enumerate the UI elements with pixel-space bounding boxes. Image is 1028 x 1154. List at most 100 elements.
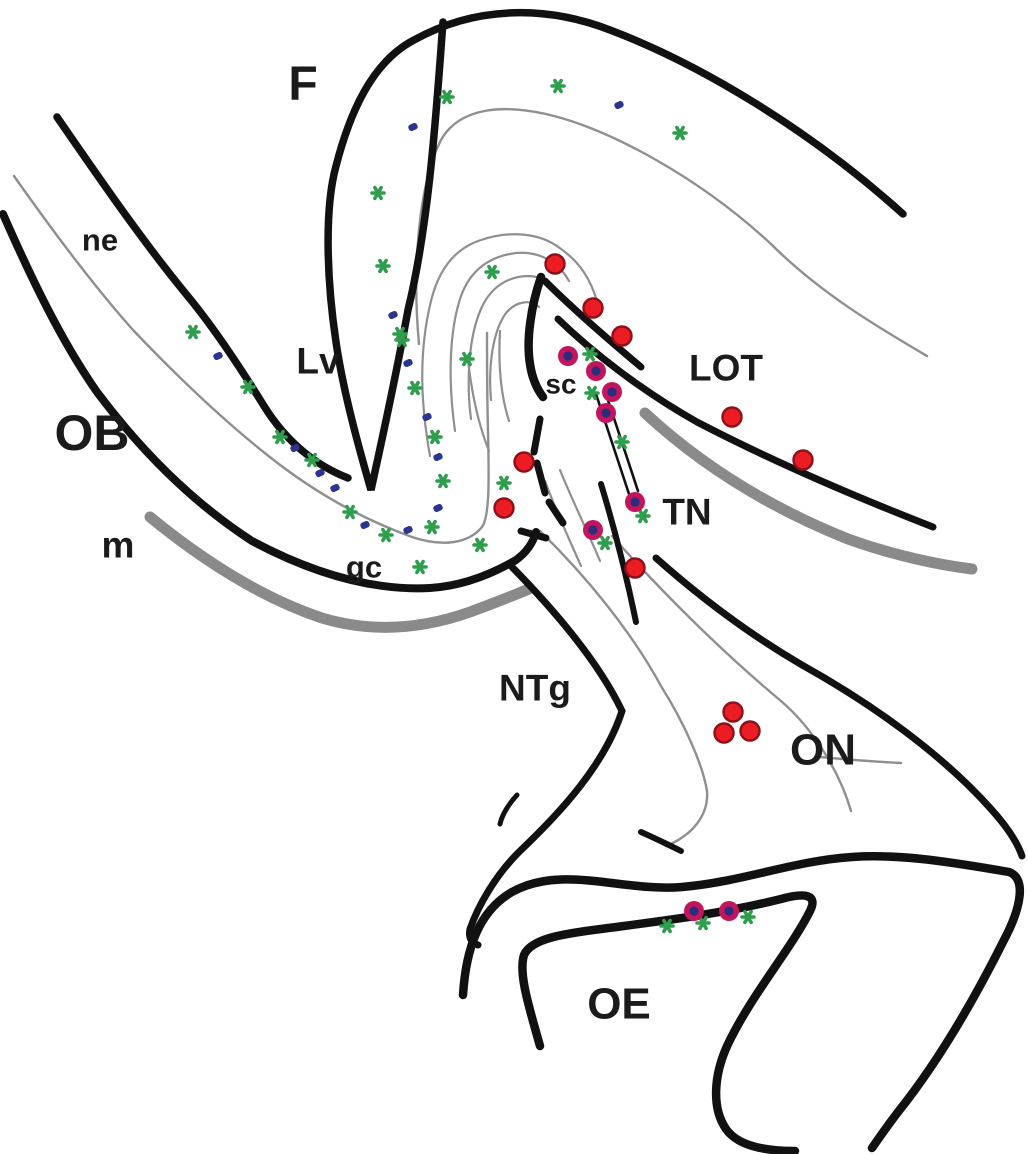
red-circle-cell-marker <box>493 497 515 519</box>
double-cell-center <box>563 351 573 361</box>
blue-dot-cell-marker <box>329 483 341 493</box>
green-asterisk-cell-marker <box>424 519 440 535</box>
region-label-ON: ON <box>790 726 856 775</box>
dash-segment-3 <box>545 498 567 527</box>
red-circle-cell-marker <box>513 451 535 473</box>
oe-inner-outline <box>518 891 817 1154</box>
green-asterisk-cell-marker <box>185 324 201 340</box>
red-circle-cell-marker <box>722 701 744 723</box>
double-labeled-cell-marker <box>596 403 616 423</box>
sulcus-tail-2 <box>498 329 511 423</box>
sulcus-spiral-outer <box>421 233 599 458</box>
on-pointer-line <box>818 755 903 765</box>
green-asterisk-cell-marker <box>378 527 394 543</box>
green-asterisk-cell-marker <box>584 385 600 401</box>
blue-dot-cell-marker <box>387 310 399 320</box>
double-labeled-cell-marker <box>625 492 645 512</box>
region-label-gc: gc <box>346 550 382 585</box>
double-labeled-cell-marker <box>586 361 606 381</box>
green-asterisk-cell-marker <box>459 351 475 367</box>
green-asterisk-cell-marker <box>635 508 651 524</box>
double-cell-center <box>689 906 699 916</box>
green-asterisk-cell-marker <box>672 125 688 141</box>
double-cell-center <box>607 387 617 397</box>
region-label-Lv: Lv <box>296 341 340 382</box>
green-asterisk-cell-marker <box>550 78 566 94</box>
oe-outer-outline <box>458 851 1025 1153</box>
dash-segment-2 <box>533 459 549 497</box>
green-asterisk-cell-marker <box>439 89 455 105</box>
sulcus-spiral-mid <box>449 251 571 433</box>
double-labeled-cell-marker <box>719 901 739 921</box>
red-circle-cell-marker <box>624 557 646 579</box>
ntg-fiber-line-2 <box>610 534 853 813</box>
green-asterisk-cell-marker <box>412 559 428 575</box>
ntg-mouth-stroke <box>638 829 684 854</box>
ntg-left-wall <box>466 563 626 949</box>
sulcus-wall-stroke <box>524 272 548 402</box>
double-cell-center <box>588 525 598 535</box>
line-art <box>0 8 1026 1154</box>
ntg-fiber-line-1 <box>538 529 709 848</box>
green-asterisk-cell-marker <box>407 380 423 396</box>
ob-ventral-outline <box>0 210 540 593</box>
region-label-m: m <box>102 525 135 566</box>
ntg-right-wall <box>652 554 1026 860</box>
region-label-LOT: LOT <box>689 348 763 389</box>
lot-wedge-upper <box>541 277 645 371</box>
double-labeled-cell-marker <box>558 346 578 366</box>
dash-segment-4 <box>517 527 550 542</box>
region-label-OB: OB <box>55 405 130 461</box>
double-cell-center <box>630 497 640 507</box>
region-label-NTg: NTg <box>499 668 571 709</box>
blue-dot-cell-marker <box>432 452 444 462</box>
red-circle-cell-marker <box>544 253 566 275</box>
tn-descending-line <box>598 481 639 625</box>
double-cell-center <box>601 408 611 418</box>
double-labeled-cell-marker <box>602 382 622 402</box>
green-asterisk-cell-marker <box>472 537 488 553</box>
cell-markers-layer <box>185 78 814 934</box>
mitral-layer-band <box>144 511 535 633</box>
double-labeled-cell-marker <box>583 520 603 540</box>
region-label-TN: TN <box>662 492 711 533</box>
green-asterisk-cell-marker <box>370 185 386 201</box>
green-asterisk-cell-marker <box>375 258 391 274</box>
green-asterisk-cell-marker <box>484 264 500 280</box>
region-label-OE: OE <box>587 980 651 1029</box>
double-cell-center <box>724 906 734 916</box>
region-label-sc: sc <box>545 369 576 400</box>
lot-gray-band <box>639 407 978 575</box>
green-asterisk-cell-marker <box>740 909 756 925</box>
lot-tract-line <box>554 315 937 531</box>
blue-dot-cell-marker <box>432 503 444 513</box>
red-circle-cell-marker <box>582 297 604 319</box>
red-circle-cell-marker <box>611 325 633 347</box>
red-circle-cell-marker <box>792 449 814 471</box>
green-asterisk-cell-marker <box>435 473 451 489</box>
green-asterisk-cell-marker <box>597 535 613 551</box>
dash-segment-1 <box>530 415 544 456</box>
blue-dot-cell-marker <box>613 100 625 110</box>
blue-dot-cell-marker <box>402 358 414 368</box>
red-circle-cell-marker <box>713 722 735 744</box>
frontal-inner-line <box>415 107 929 358</box>
blue-dot-cell-marker <box>407 122 419 132</box>
green-asterisk-cell-marker <box>427 429 443 445</box>
blue-dot-cell-marker <box>359 520 371 530</box>
green-asterisk-cell-marker <box>496 475 512 491</box>
tn-fiber-line-1 <box>558 468 602 563</box>
ntg-notch-stroke <box>497 792 520 827</box>
sulcus-spiral-core <box>489 301 541 402</box>
sulcus-tail-1 <box>466 358 491 453</box>
red-circle-cell-marker <box>739 720 761 742</box>
double-labeled-cell-marker <box>684 901 704 921</box>
double-cell-center <box>591 366 601 376</box>
frontal-cortex-outline <box>324 8 907 492</box>
red-circle-cell-marker <box>721 406 743 428</box>
region-label-ne: ne <box>82 223 118 258</box>
blue-dot-cell-marker <box>212 351 224 361</box>
